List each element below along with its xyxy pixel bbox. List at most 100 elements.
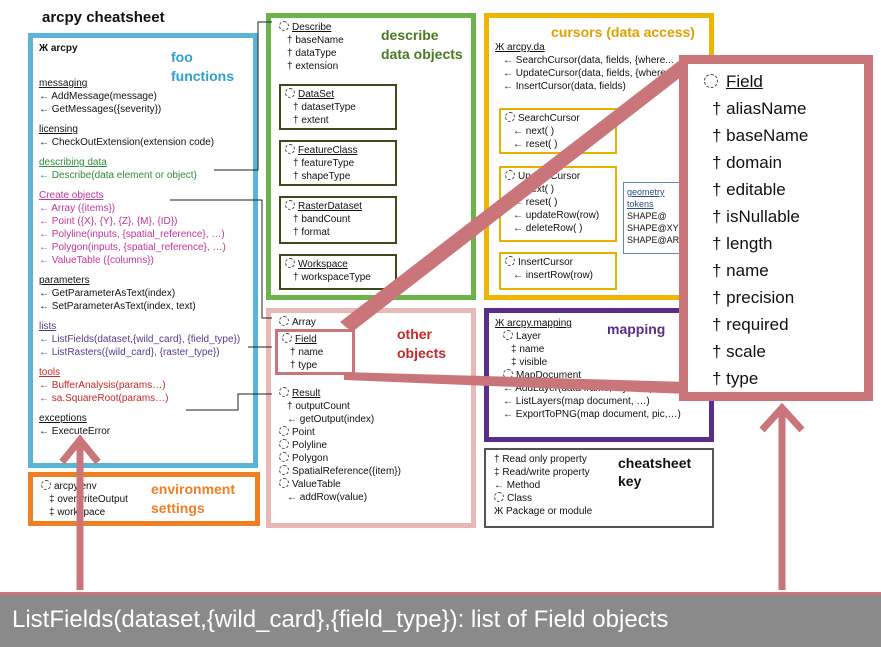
searchcursor-class: SearchCursor [505, 112, 611, 125]
list-item: † extent [293, 115, 329, 126]
page-title: arcpy cheatsheet [42, 9, 165, 26]
class-icon [285, 200, 295, 210]
key-box: † Read only property ‡ Read/write proper… [484, 448, 714, 528]
list-item: Class [494, 492, 704, 505]
list-item: † type [290, 360, 318, 371]
class-icon [505, 112, 515, 122]
list-item: † outputCount [287, 401, 350, 412]
list-item: ← deleteRow( ) [513, 223, 583, 234]
list-item: † name [290, 347, 324, 358]
section-exceptions: exceptions [39, 413, 87, 424]
class-icon [285, 144, 295, 154]
list-item: ← ExecuteError [39, 426, 111, 437]
searchcursor-box: SearchCursor ← next( ) ← reset( ) [499, 108, 617, 154]
functions-box: Ж arcpy foo functions messaging ← AddMes… [28, 33, 258, 468]
list-item: † isNullable [712, 207, 800, 226]
list-item: Ж Package or module [494, 506, 593, 517]
field-class: Field [282, 333, 348, 346]
workspace-class: Workspace [285, 258, 391, 271]
list-item: † aliasName [712, 99, 807, 118]
list-item: ← AddMessage(message) [39, 91, 157, 102]
field-zoom-panel: Field † aliasName † baseName † domain † … [679, 55, 873, 401]
cursors-heading: cursors (data access) [551, 24, 695, 40]
list-item: † domain [712, 153, 782, 172]
list-item: † name [712, 261, 769, 280]
mapdocument-class: MapDocument [495, 369, 703, 382]
caption-arrow-right-head [759, 402, 805, 433]
list-item: † dataType [287, 48, 337, 59]
class-icon [279, 478, 289, 488]
dataset-class: DataSet [285, 88, 391, 101]
featureclass-box: FeatureClass † featureType † shapeType [279, 140, 397, 186]
class-icon [503, 330, 513, 340]
field-zoom-title: Field [704, 68, 848, 95]
class-icon [503, 369, 513, 379]
class-icon [279, 21, 289, 31]
describe-heading: describe data objects [381, 27, 463, 62]
list-item: ← getOutput(index) [287, 414, 375, 425]
list-item: † featureType [293, 158, 355, 169]
list-item: ← InsertCursor(data, fields) [503, 81, 626, 92]
class-icon [505, 256, 515, 266]
list-item: ← ListRasters({wild_card}, {raster_type}… [39, 347, 220, 358]
caption-bar: ListFields(dataset,{wild_card},{field_ty… [0, 592, 881, 647]
section-parameters: parameters [39, 275, 90, 286]
class-icon [41, 480, 51, 490]
list-item: ← SetParameterAsText(index, text) [39, 301, 196, 312]
class-icon [285, 88, 295, 98]
list-item: ← SearchCursor(data, fields, {where... [503, 55, 674, 66]
list-item: † baseName [287, 35, 344, 46]
class-icon [279, 452, 289, 462]
layer-class: Layer [495, 330, 703, 343]
class-icon [505, 170, 515, 180]
list-item: ValueTable [279, 478, 463, 491]
list-item: ← GetParameterAsText(index) [39, 288, 176, 299]
other-heading: other objects [397, 326, 447, 361]
class-icon [282, 333, 292, 343]
environment-heading: environment settings [151, 481, 236, 516]
section-lists: lists [39, 321, 57, 332]
field-box: Field † name † type [275, 329, 355, 375]
list-item: ← addRow(value) [287, 492, 368, 503]
list-item: † precision [712, 288, 795, 307]
describe-box: Describe † baseName † dataType † extensi… [266, 13, 476, 300]
list-item: ← next( ) [513, 184, 555, 195]
section-messaging: messaging [39, 78, 88, 89]
list-item: † required [712, 315, 789, 334]
list-item: ← Polyline(inputs, {spatial_reference}, … [39, 229, 225, 240]
list-item: † scale [712, 342, 766, 361]
list-item: ← sa.SquareRoot(params…) [39, 393, 169, 404]
list-item: ← ExportToPNG(map document, pic,…) [503, 409, 681, 420]
list-item: SpatialReference({item}) [279, 465, 463, 478]
section-create-objects: Create objects [39, 190, 104, 201]
list-item: Polyline [279, 439, 463, 452]
list-item: † editable [712, 180, 786, 199]
section-describing: describing data [39, 157, 107, 168]
list-item: † format [293, 227, 330, 238]
list-item: ← CheckOutExtension(extension code) [39, 137, 215, 148]
class-icon [494, 492, 504, 502]
list-item: ‡ overwriteOutput [49, 494, 128, 505]
list-item: ← next( ) [513, 126, 555, 137]
insertcursor-class: InsertCursor [505, 256, 611, 269]
list-item: ← BufferAnalysis(params…) [39, 380, 166, 391]
class-icon [279, 316, 289, 326]
environment-box: arcpy.env ‡ overwriteOutput ‡ workspace … [28, 472, 260, 526]
list-item: † workspaceType [293, 272, 371, 283]
array-class: Array [279, 316, 463, 329]
list-item: ← Describe(data element or object) [39, 170, 197, 181]
updatecursor-box: UpdateCursor ← next( ) ← reset( ) ← upda… [499, 166, 617, 242]
class-icon [279, 387, 289, 397]
class-icon [279, 465, 289, 475]
list-item: ‡ visible [511, 357, 548, 368]
class-icon [704, 74, 718, 88]
key-heading: cheatsheet key [618, 455, 692, 489]
list-item: ← GetMessages({severity}) [39, 104, 162, 115]
list-item: Point [279, 426, 463, 439]
mapping-module-label: Ж arcpy.mapping [495, 318, 572, 329]
other-box: Array other objects Field † name † type … [266, 308, 476, 528]
list-item: ← UpdateCursor(data, fields, {where... [503, 68, 675, 79]
class-icon [279, 426, 289, 436]
class-icon [279, 439, 289, 449]
insertcursor-box: InsertCursor ← insertRow(row) [499, 252, 617, 290]
